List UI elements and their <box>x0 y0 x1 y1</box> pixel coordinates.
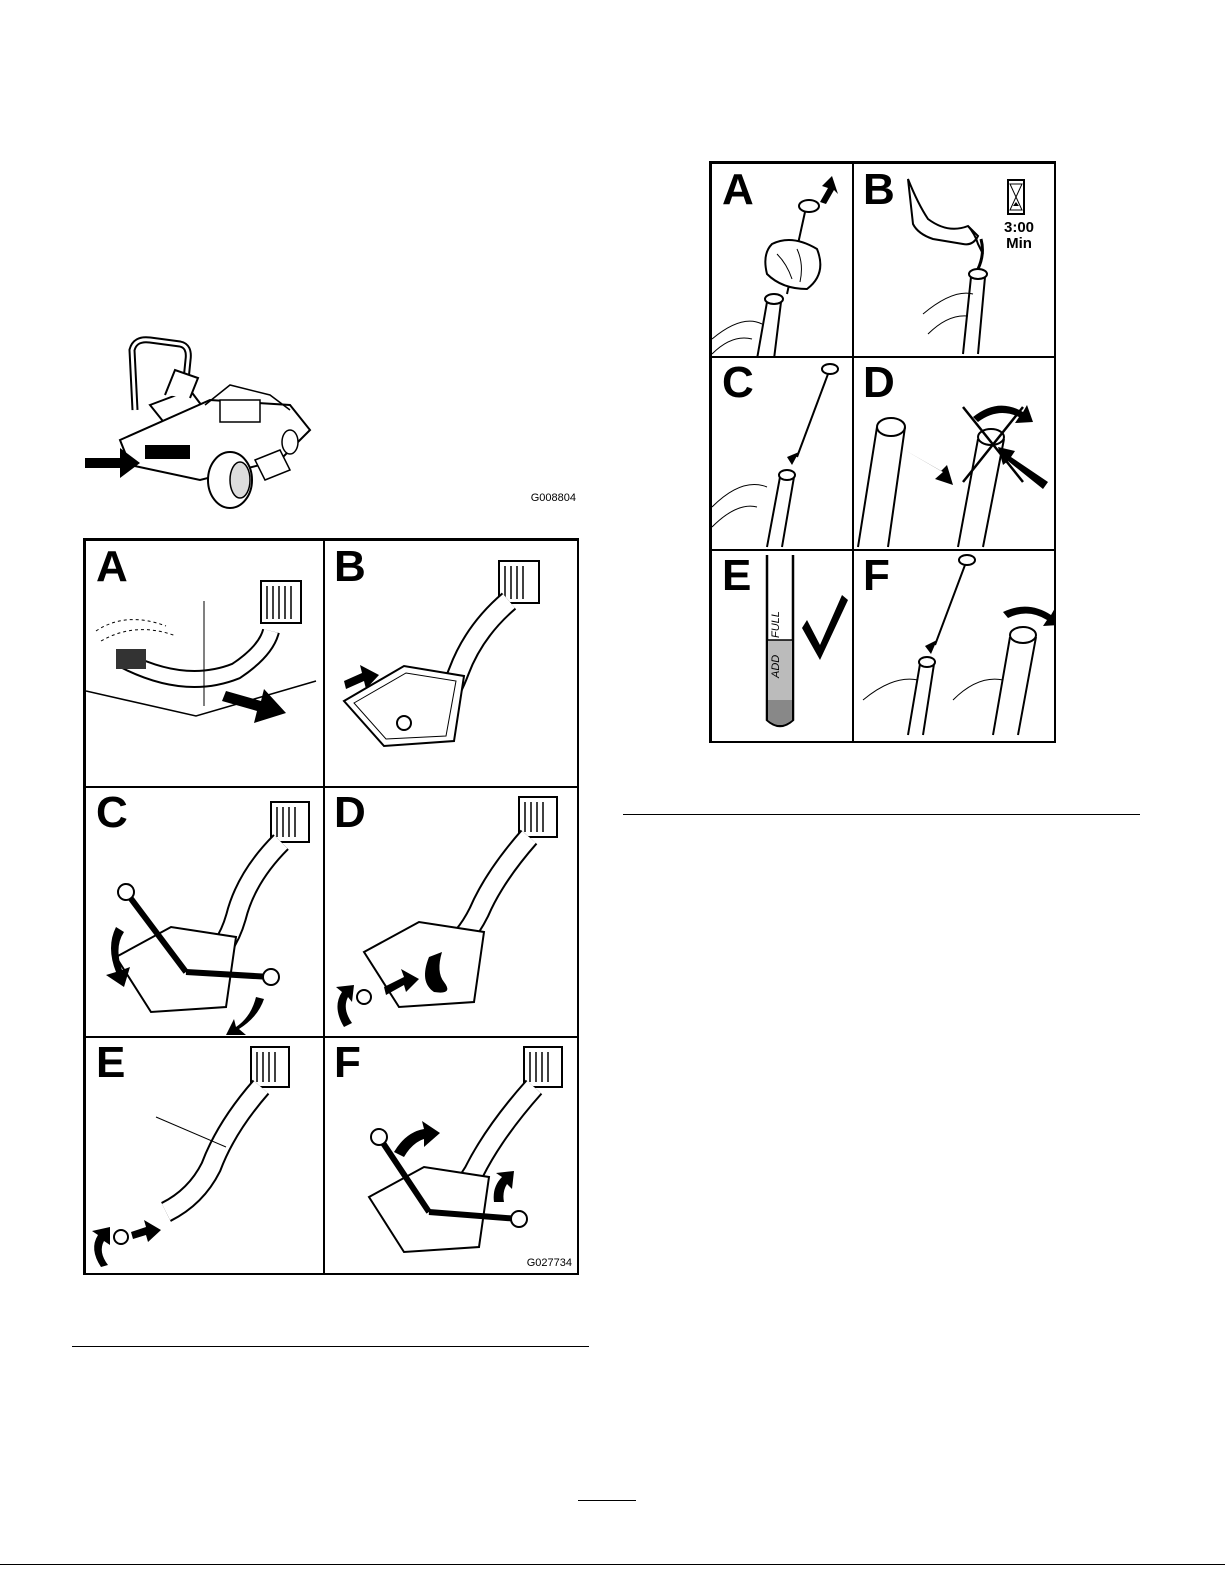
drain-procedure-figure: A B C <box>83 538 579 1275</box>
mower-figure: G008804 <box>80 330 580 515</box>
section-divider <box>623 814 1140 815</box>
drain-panel-b: B <box>323 540 579 788</box>
fill-panel-b: B 3:00 Min <box>852 163 1056 358</box>
fill-procedure-figure: A B 3:00 Min <box>709 161 1056 743</box>
drain-panel-c: C <box>85 786 325 1038</box>
fill-panel-a: A <box>711 163 854 358</box>
section-divider <box>72 1346 589 1347</box>
timer-unit: Min <box>997 236 1041 252</box>
fill-panel-e: E ADD FULL <box>711 549 854 743</box>
drain-panel-a: A <box>85 540 325 788</box>
drain-panel-e: E <box>85 1036 325 1275</box>
timer-value: 3:00 <box>997 220 1041 236</box>
figure-code: G027734 <box>527 1257 572 1269</box>
drain-panel-d: D <box>323 786 579 1038</box>
drain-panel-f: F G027734 <box>323 1036 579 1275</box>
dipstick-full-mark: FULL <box>770 611 782 638</box>
mower-illustration <box>80 330 400 515</box>
figure-code: G008804 <box>531 492 576 504</box>
fill-panel-f: F <box>852 549 1056 743</box>
fill-panel-c: C <box>711 356 854 551</box>
timer-label: 3:00 Min <box>997 220 1041 252</box>
footer-rule <box>0 1564 1225 1565</box>
page-number-rule <box>578 1500 636 1501</box>
fill-panel-d: D <box>852 356 1056 551</box>
dipstick-add-mark: ADD <box>770 655 782 678</box>
